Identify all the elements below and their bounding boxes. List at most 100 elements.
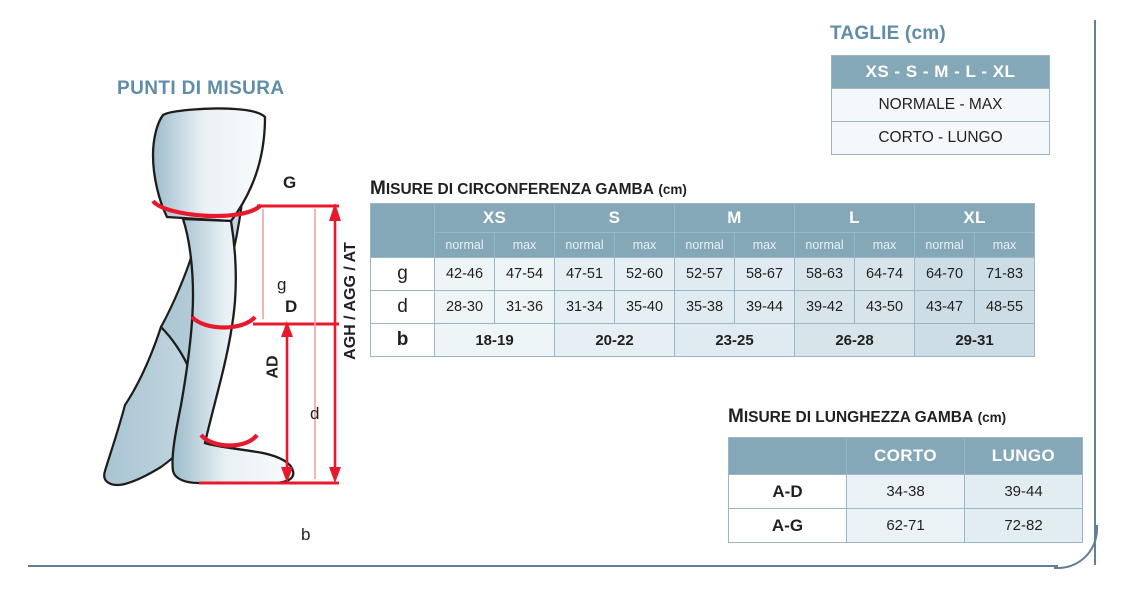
- punti-di-misura-title: PUNTI DI MISURA: [117, 78, 285, 99]
- circ-sub-xs-normal: normal: [434, 232, 495, 258]
- circ-sub-s-normal: normal: [554, 232, 615, 258]
- circ-cell-d-m-max: 39-44: [734, 290, 795, 324]
- diagram-marker-d: D: [285, 297, 298, 316]
- length-cell-ag-lungo: 72-82: [964, 508, 1083, 543]
- thigh-measure-ellipse: [151, 199, 263, 219]
- circ-size-header-l: L: [794, 203, 915, 233]
- ad-arrow-bottom: [281, 467, 293, 483]
- circ-size-header-row: XS S M L XL: [370, 203, 1035, 258]
- circonferenza-title-cap: M: [370, 178, 386, 199]
- circ-cell-d-l-max: 43-50: [854, 290, 915, 324]
- calf-measure-ellipse: [190, 315, 257, 330]
- circ-cell-g-m-normal: 52-57: [674, 257, 735, 291]
- agh-arrow-top: [329, 203, 341, 221]
- taglie-row-normale-max: NORMALE - MAX: [831, 88, 1050, 122]
- frame-right-line: [1094, 20, 1096, 565]
- circ-cell-d-l-normal: 39-42: [794, 290, 855, 324]
- circ-cell-b-m: 23-25: [674, 323, 795, 357]
- circ-size-header-xs: XS: [434, 203, 555, 233]
- lunghezza-title-unit: (cm): [977, 410, 1007, 425]
- diagram-point-label-g: g: [277, 275, 287, 294]
- diagram-vlabel-agh: AGH / AGG / AT: [341, 242, 359, 360]
- circ-cell-d-xl-normal: 43-47: [914, 290, 975, 324]
- circ-sub-l-max: max: [854, 232, 915, 258]
- circ-cell-g-m-max: 58-67: [734, 257, 795, 291]
- length-header-lungo: LUNGO: [964, 437, 1083, 475]
- table-row: A-D 34-38 39-44: [728, 474, 1083, 509]
- circ-cell-g-s-max: 52-60: [614, 257, 675, 291]
- length-row-label-ad: A-D: [728, 474, 847, 509]
- table-row: b 18-19 20-22 23-25 26-28 29-31: [370, 323, 1035, 357]
- circ-sub-xs-max: max: [494, 232, 555, 258]
- circ-row-label-g: g: [370, 257, 435, 291]
- length-cell-ad-corto: 34-38: [846, 474, 965, 509]
- circ-cell-d-xs-normal: 28-30: [434, 290, 495, 324]
- circ-sub-s-max: max: [614, 232, 675, 258]
- circ-cell-g-xs-max: 47-54: [494, 257, 555, 291]
- thigh-shape: [151, 107, 267, 223]
- circonferenza-title-unit: (cm): [658, 182, 687, 197]
- circ-sub-xl-max: max: [974, 232, 1035, 258]
- lunghezza-title-text: ISURE DI LUNGHEZZA GAMBA: [743, 409, 974, 426]
- circ-sub-m-max: max: [734, 232, 795, 258]
- circ-size-header-xl: XL: [914, 203, 1035, 233]
- length-cell-ag-corto: 62-71: [846, 508, 965, 543]
- circ-cell-g-l-max: 64-74: [854, 257, 915, 291]
- lunghezza-title: MISURE DI LUNGHEZZA GAMBA (cm): [728, 406, 1006, 428]
- circ-cell-g-l-normal: 58-63: [794, 257, 855, 291]
- taglie-header-cell: XS - S - M - L - XL: [831, 55, 1050, 89]
- ankle-measure-ellipse: [199, 433, 259, 448]
- diagram-vlabel-ad: AD: [264, 355, 282, 379]
- circonferenza-title-text: ISURE DI CIRCONFERENZA GAMBA: [385, 181, 654, 198]
- length-header-corto: CORTO: [846, 437, 965, 475]
- taglie-header-row: XS - S - M - L - XL: [831, 55, 1050, 89]
- diagram-point-label-d: d: [310, 404, 320, 423]
- taglie-table: XS - S - M - L - XL NORMALE - MAX CORTO …: [831, 55, 1050, 155]
- taglie-row: NORMALE - MAX: [831, 88, 1050, 122]
- circ-cell-d-s-normal: 31-34: [554, 290, 615, 324]
- circ-cell-d-s-max: 35-40: [614, 290, 675, 324]
- agh-arrow-bottom: [329, 467, 341, 483]
- circ-size-header-s: S: [554, 203, 675, 233]
- length-row-label-ag: A-G: [728, 508, 847, 543]
- taglie-row: CORTO - LUNGO: [831, 121, 1050, 155]
- table-row: d 28-30 31-36 31-34 35-40 35-38 39-44 39…: [370, 290, 1035, 324]
- length-header-row: CORTO LUNGO: [728, 437, 1083, 475]
- length-corner-cell: [728, 437, 847, 475]
- ad-arrow-top: [281, 321, 293, 337]
- circ-sub-m-normal: normal: [674, 232, 735, 258]
- leg-measurement-diagram: g d b: [95, 105, 365, 544]
- lunghezza-title-cap: M: [728, 406, 744, 427]
- circ-cell-b-xl: 29-31: [914, 323, 1035, 357]
- circ-cell-b-xs: 18-19: [434, 323, 555, 357]
- length-cell-ad-lungo: 39-44: [964, 474, 1083, 509]
- circ-cell-g-xl-normal: 64-70: [914, 257, 975, 291]
- circumference-table: XS S M L XL normal max normal max normal…: [370, 203, 1035, 357]
- lower-leg-and-foot-shape: [171, 217, 295, 485]
- circ-cell-b-l: 26-28: [794, 323, 915, 357]
- circ-row-label-d: d: [370, 290, 435, 324]
- diagram-point-label-b: b: [301, 525, 311, 544]
- table-row: A-G 62-71 72-82: [728, 508, 1083, 543]
- circ-cell-d-m-normal: 35-38: [674, 290, 735, 324]
- circ-corner-cell: [370, 203, 435, 258]
- circ-sub-l-normal: normal: [794, 232, 855, 258]
- circ-row-label-b: b: [370, 323, 435, 357]
- circ-size-header-m: M: [674, 203, 795, 233]
- leg-illustration-svg: [103, 107, 341, 487]
- table-row: g 42-46 47-54 47-51 52-60 52-57 58-67 58…: [370, 257, 1035, 291]
- diagram-marker-g: G: [283, 173, 297, 192]
- circ-cell-g-xs-normal: 42-46: [434, 257, 495, 291]
- circ-cell-b-s: 20-22: [554, 323, 675, 357]
- frame-bottom-line: [28, 565, 1058, 567]
- circ-sub-header-row: normal max normal max normal max normal …: [371, 232, 1035, 258]
- circ-sub-xl-normal: normal: [914, 232, 975, 258]
- length-table: CORTO LUNGO A-D 34-38 39-44 A-G 62-71 72…: [728, 437, 1083, 543]
- taglie-row-corto-lungo: CORTO - LUNGO: [831, 121, 1050, 155]
- circonferenza-title: MISURE DI CIRCONFERENZA GAMBA (cm): [370, 178, 687, 200]
- circ-cell-g-xl-max: 71-83: [974, 257, 1035, 291]
- circ-cell-d-xl-max: 48-55: [974, 290, 1035, 324]
- circ-cell-g-s-normal: 47-51: [554, 257, 615, 291]
- circ-cell-d-xs-max: 31-36: [494, 290, 555, 324]
- taglie-title: TAGLIE (cm): [830, 23, 946, 44]
